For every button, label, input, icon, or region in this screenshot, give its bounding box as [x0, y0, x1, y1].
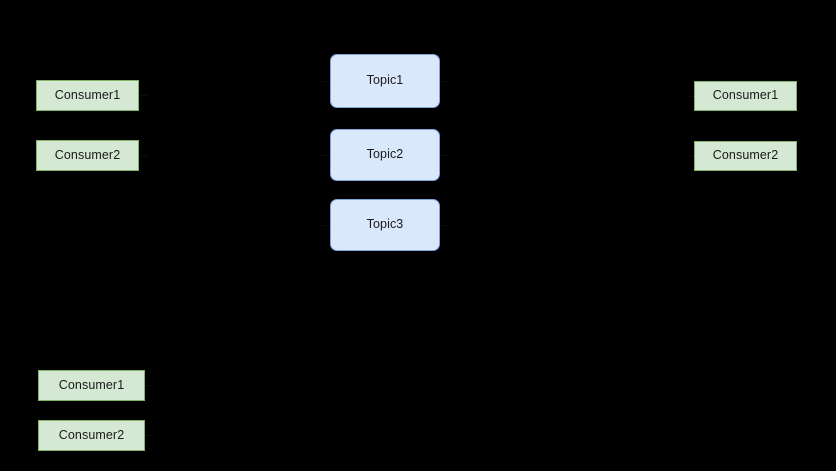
edge-topic2-left — [320, 155, 330, 156]
topic-box-1[interactable]: Topic1 — [330, 54, 440, 108]
edge-bottom-c1-out — [145, 385, 154, 386]
consumer-box-right-2[interactable]: Consumer2 — [694, 141, 797, 171]
edge-topic3-left — [320, 225, 330, 226]
edge-left-c1-out — [139, 95, 148, 96]
topic-box-3[interactable]: Topic3 — [330, 199, 440, 251]
edge-right-c1-in — [686, 96, 694, 97]
edge-bottom-c2-out — [145, 435, 154, 436]
edge-topic1-left — [320, 81, 330, 82]
consumer-box-left-1[interactable]: Consumer1 — [36, 80, 139, 111]
consumer-box-right-1[interactable]: Consumer1 — [694, 81, 797, 111]
edge-right-c2-in — [686, 156, 694, 157]
consumer-box-bottom-2[interactable]: Consumer2 — [38, 420, 145, 451]
consumer-box-bottom-1[interactable]: Consumer1 — [38, 370, 145, 401]
topic-box-2[interactable]: Topic2 — [330, 129, 440, 181]
consumer-box-left-2[interactable]: Consumer2 — [36, 140, 139, 171]
edge-topic1-right — [440, 81, 450, 82]
edge-topic2-right — [440, 155, 450, 156]
edge-topic3-right — [440, 225, 450, 226]
edge-left-c2-out — [139, 155, 148, 156]
